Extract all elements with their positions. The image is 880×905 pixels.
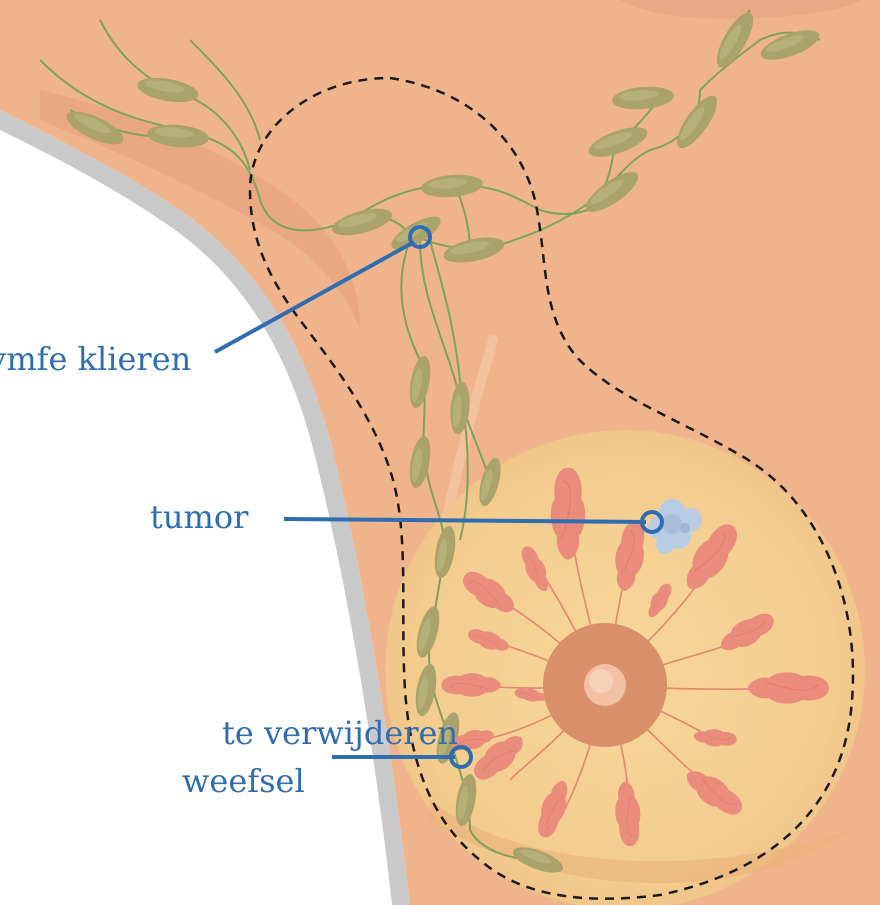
lymph-nodes-label: lymfe klieren (0, 340, 191, 378)
tissue-label-line1: te verwijderen (222, 714, 458, 752)
tissue-label-line2: weefsel (182, 762, 305, 800)
nipple-highlight (589, 669, 613, 693)
tumor-label: tumor (150, 498, 248, 536)
